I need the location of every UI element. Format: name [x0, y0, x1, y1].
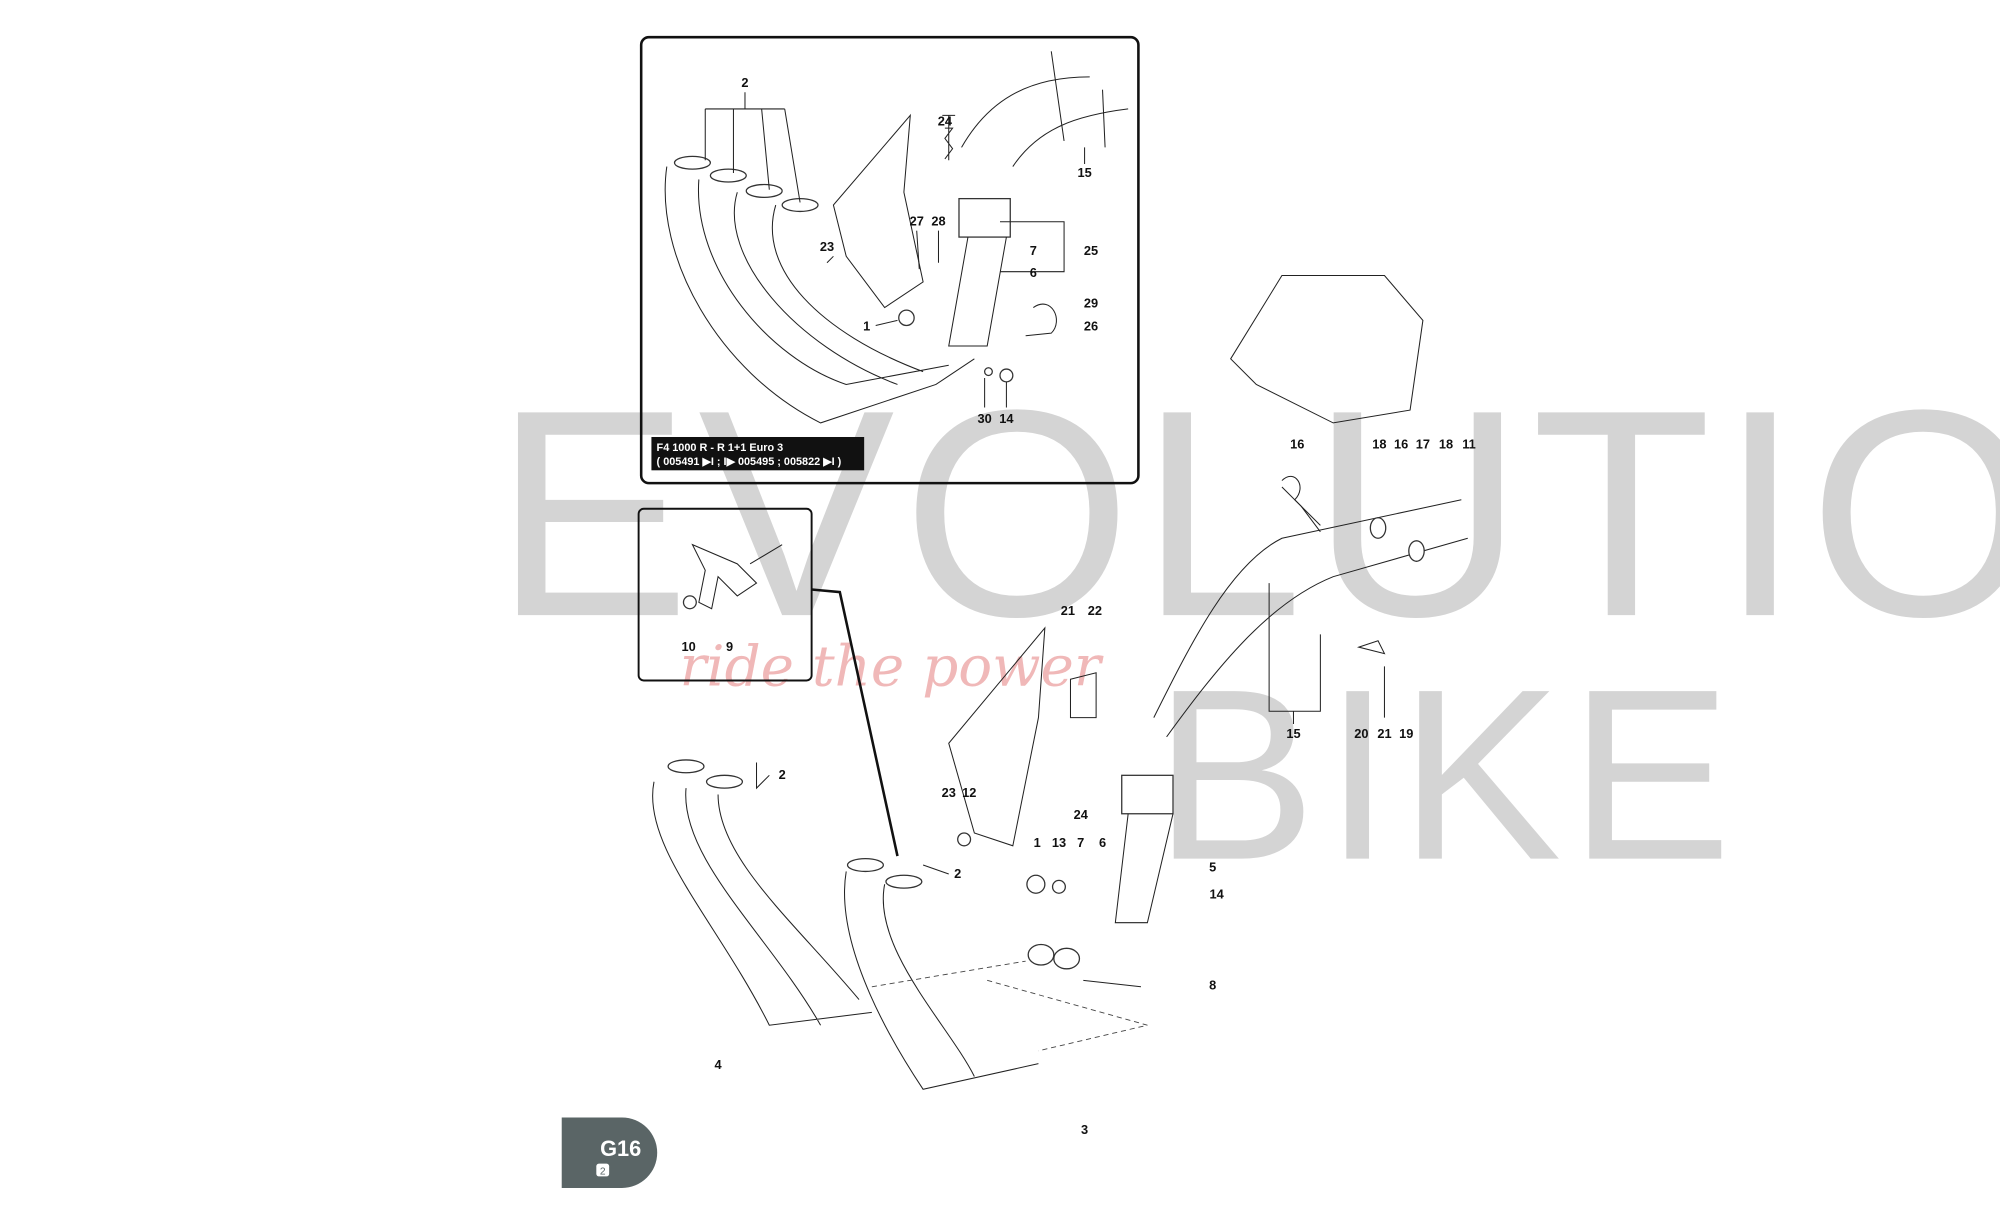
- callout-label: 26: [1084, 319, 1098, 334]
- callout-label: 13: [1052, 835, 1066, 850]
- page-badge: G16 2: [561, 1117, 658, 1188]
- callout-label: 5: [1209, 859, 1216, 874]
- watermark-tagline: ride the power: [680, 635, 1104, 700]
- callout-label: 18: [1372, 437, 1386, 452]
- callout-label: 25: [1084, 243, 1098, 258]
- callout-label: 8: [1209, 977, 1216, 992]
- callout-label: 30: [978, 411, 992, 426]
- callout-label: 22: [1088, 603, 1102, 618]
- badge-sub: 2: [600, 1167, 606, 1178]
- callout-label: 3: [1081, 1122, 1088, 1137]
- callout-label: 17: [1416, 437, 1430, 452]
- callout: 10: [681, 639, 695, 654]
- callout: 9: [726, 639, 733, 654]
- watermark: EVOLUTION BIKE ride the power: [494, 349, 2000, 910]
- callout-label: 14: [1209, 886, 1224, 901]
- callout-label: 1: [1034, 835, 1041, 850]
- callout-label: 16: [1394, 437, 1408, 452]
- callout-label: 7: [1030, 243, 1037, 258]
- callout-label: 20: [1354, 726, 1368, 741]
- model-caption: F4 1000 R - R 1+1 Euro 3 ( 005491 ▶I ; I…: [651, 436, 865, 471]
- main-drawing: [652, 275, 1468, 1090]
- callout-label: ( 005491 ▶I ; I▶ 005495 ; 005822 ▶I ): [657, 456, 842, 468]
- callout-label: 11: [1462, 437, 1476, 452]
- callout-label: F4 1000 R - R 1+1 Euro 3: [657, 442, 784, 454]
- callout-label: 16: [1290, 437, 1304, 452]
- callout-label: 24: [1074, 807, 1089, 822]
- watermark-brand: EVOLUTION: [494, 349, 2000, 678]
- inset-frame-small: [637, 507, 813, 682]
- callout-label: 29: [1084, 296, 1098, 311]
- callout-label: 28: [931, 214, 945, 229]
- inset-frame-main: [639, 35, 1140, 485]
- main-callouts: 16 18 16 17 18 11 21 22 15 20 21 19 2 23…: [715, 437, 1476, 1138]
- inset-drawing: [664, 51, 1129, 424]
- callout-label: 18: [1439, 437, 1453, 452]
- callout-label: 24: [938, 114, 953, 129]
- callout-label: 2: [954, 866, 961, 881]
- inset-callouts: 2 24 15 27 28 23 7 25 6 29 26 1 30 14: [741, 75, 1098, 426]
- callout-label: 15: [1286, 726, 1300, 741]
- callout-label: 14: [999, 411, 1014, 426]
- callout-label: 19: [1399, 726, 1413, 741]
- callout-label: 6: [1099, 835, 1106, 850]
- callout-label: 15: [1077, 165, 1091, 180]
- callout-label: 23: [820, 239, 834, 254]
- callout-label: 21: [1377, 726, 1391, 741]
- callout-label: 6: [1030, 265, 1037, 280]
- callout-label: 1: [863, 319, 870, 334]
- callout-label: 12: [962, 785, 976, 800]
- callout-label: 27: [910, 214, 924, 229]
- callout-label: 2: [779, 767, 786, 782]
- callout-label: 21: [1061, 603, 1075, 618]
- watermark-brand-2: BIKE: [1154, 639, 1740, 911]
- callout-label: 23: [942, 785, 956, 800]
- callout-label: 7: [1077, 835, 1084, 850]
- badge-code: G16: [600, 1136, 641, 1161]
- callout-label: 4: [715, 1057, 723, 1072]
- callout-label: 2: [741, 75, 748, 90]
